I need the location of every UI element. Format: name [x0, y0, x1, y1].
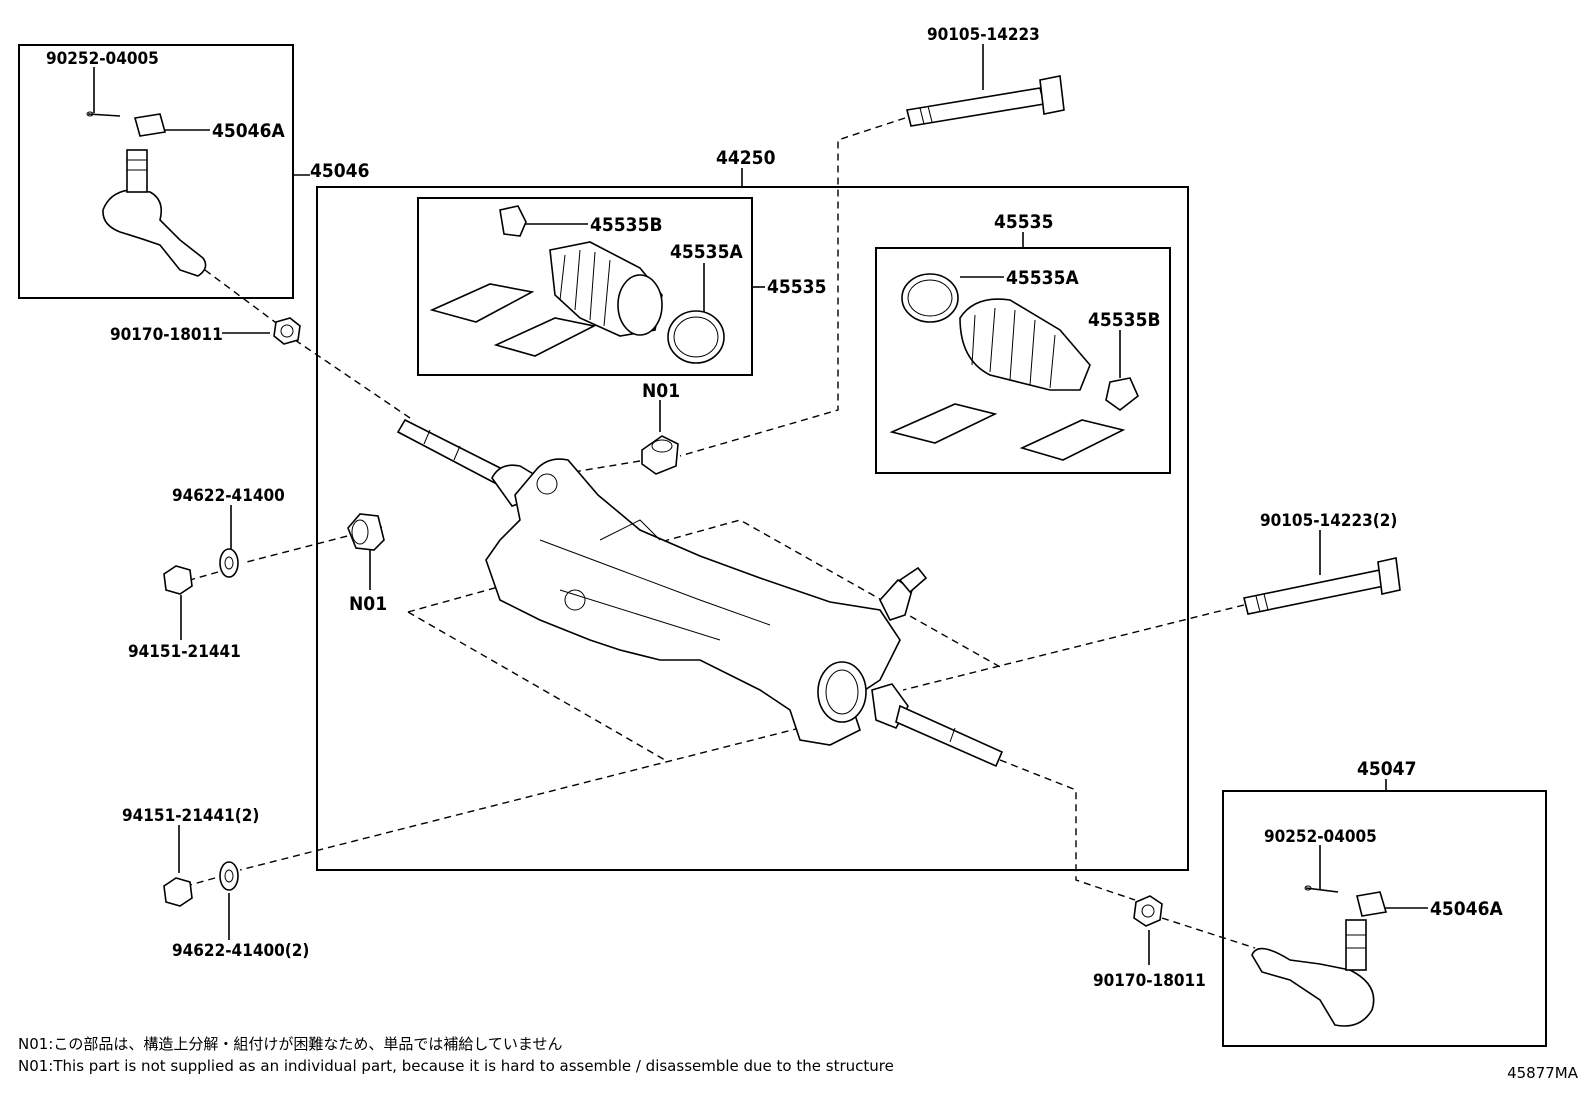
tie-rod-end-right [1251, 919, 1375, 1027]
diagram-id: 45877MA [1507, 1064, 1578, 1082]
label-90252-right: 90252-04005 [1264, 827, 1377, 847]
lock-nut-right [1133, 895, 1163, 927]
box-44250 [316, 186, 1189, 871]
bolt-top [906, 75, 1065, 127]
label-45535B-left: 45535B [590, 214, 663, 236]
washer-left-top [219, 548, 239, 578]
label-45535B-right: 45535B [1088, 309, 1161, 331]
note-japanese: N01:この部品は、構造上分解・組付けが困難なため、単品では補給していません [18, 1035, 563, 1053]
cotter-pin-right [1304, 885, 1339, 893]
boot-kit-left [429, 205, 725, 364]
label-94622-bottom: 94622-41400(2) [172, 941, 309, 961]
label-90105-top: 90105-14223 [927, 25, 1040, 45]
label-45046A-right: 45046A [1430, 898, 1503, 920]
label-n01-top: N01 [642, 380, 680, 402]
tie-rod-end-left [102, 149, 207, 277]
bushing-n01-left [347, 513, 385, 551]
label-45046: 45046 [310, 160, 369, 182]
label-45046A-left: 45046A [212, 120, 285, 142]
box-45047 [1222, 790, 1547, 1047]
bushing-n01-top [641, 435, 679, 475]
leader-lines [93, 44, 1428, 965]
label-94151-top: 94151-21441 [128, 642, 241, 662]
steering-rack [396, 418, 1004, 768]
label-90252-left: 90252-04005 [46, 49, 159, 69]
boot-kit-right [889, 273, 1139, 461]
label-45535A-left: 45535A [670, 241, 743, 263]
label-45047: 45047 [1357, 758, 1416, 780]
bolt-right [1243, 557, 1401, 615]
cotter-pin-left [86, 111, 121, 117]
nut-left-bottom [163, 877, 193, 907]
nut-left-top [163, 565, 193, 595]
note-english: N01:This part is not supplied as an indi… [18, 1057, 894, 1075]
label-n01-left: N01 [349, 593, 387, 615]
label-94622-top: 94622-41400 [172, 486, 285, 506]
label-90170-right: 90170-18011 [1093, 971, 1206, 991]
castle-nut-right [1356, 891, 1388, 917]
washer-left-bottom [219, 861, 239, 891]
label-90105-right: 90105-14223(2) [1260, 511, 1397, 531]
box-45046 [18, 44, 294, 299]
label-45535A-right: 45535A [1006, 267, 1079, 289]
lock-nut-left [273, 317, 301, 345]
label-45535-right-box: 45535 [994, 211, 1053, 233]
castle-nut-left [133, 113, 167, 137]
label-94151-bottom: 94151-21441(2) [122, 806, 259, 826]
label-45535-left: 45535 [767, 276, 826, 298]
label-44250: 44250 [716, 147, 776, 169]
label-90170-left: 90170-18011 [110, 325, 223, 345]
